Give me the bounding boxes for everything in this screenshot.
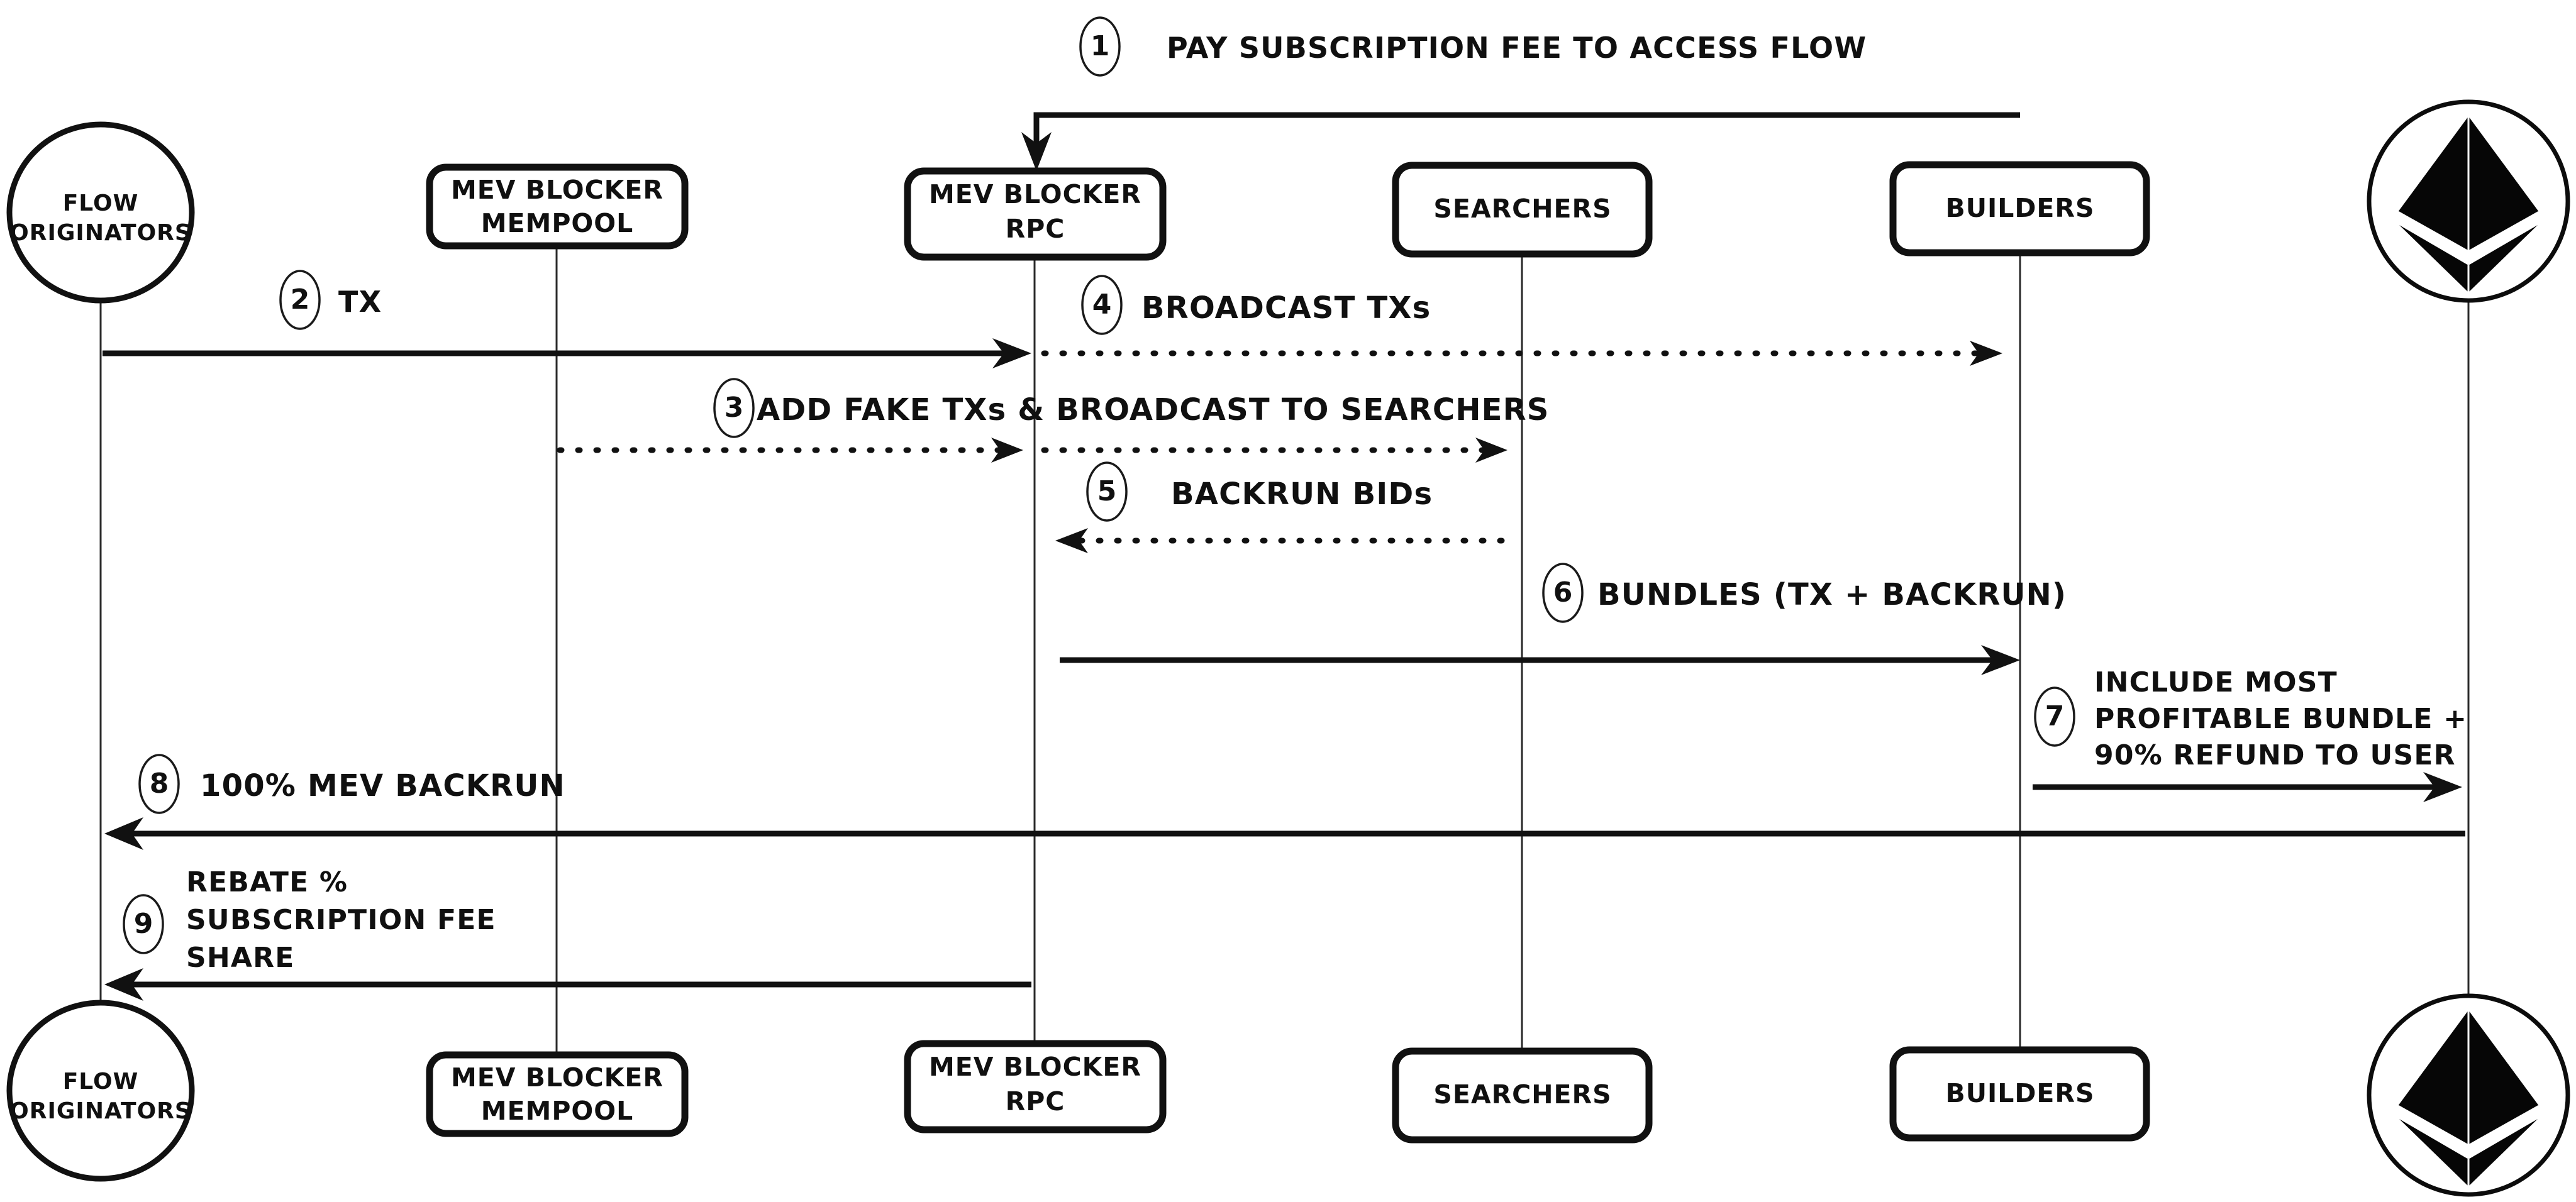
message-1-arrow-path <box>1033 112 2020 158</box>
step-8-badge <box>138 754 180 814</box>
participant-mev-blocker-mempool-top[interactable]: MEV BLOCKER MEMPOOL <box>426 163 689 250</box>
participant-searchers-top[interactable]: SEARCHERS <box>1392 162 1653 258</box>
searchers-label: SEARCHERS <box>1433 194 1611 224</box>
message-6-label: BUNDLES (TX + BACKRUN) <box>1597 577 2067 612</box>
message-2-tx[interactable]: 2 TX <box>103 270 1031 368</box>
message-7-label-line2: PROFITABLE BUNDLE + <box>2094 703 2467 735</box>
mev-blocker-rpc-label-line2: RPC <box>1006 214 1065 244</box>
participant-ethereum-bottom[interactable] <box>2367 993 2570 1197</box>
mev-blocker-rpc-box-bottom <box>904 1040 1167 1133</box>
step-4-badge <box>1081 275 1123 335</box>
participant-builders-bottom[interactable]: BUILDERS <box>1889 1046 2150 1142</box>
builders-label: BUILDERS <box>1945 193 2094 223</box>
message-7-label-line1: INCLUDE MOST <box>2094 666 2338 698</box>
step-2-badge <box>279 270 321 330</box>
message-4-broadcast-txs[interactable]: 4 BROADCAST TXs <box>1041 275 2002 366</box>
mev-blocker-rpc-bottom-label-line1: MEV BLOCKER <box>929 1052 1141 1082</box>
message-9-rebate-subscription-fee-share[interactable]: 9 REBATE % SUBSCRIPTION FEE SHARE <box>104 866 1031 1001</box>
builders-bottom-label: BUILDERS <box>1945 1078 2094 1108</box>
message-8-arrowhead <box>104 817 143 850</box>
flow-originators-label-line1: FLOW <box>63 190 139 216</box>
step-3-badge <box>713 378 755 438</box>
message-2-arrowhead <box>992 338 1031 368</box>
message-7-arrowhead <box>2423 772 2462 802</box>
participant-mev-blocker-mempool-bottom[interactable]: MEV BLOCKER MEMPOOL <box>426 1051 689 1137</box>
step-9-number: 9 <box>134 908 153 940</box>
message-9-label-line2: SUBSCRIPTION FEE <box>186 904 496 936</box>
mev-blocker-rpc-box <box>904 167 1167 261</box>
mev-blocker-mempool-label-line1: MEV BLOCKER <box>451 175 663 205</box>
searchers-bottom-label: SEARCHERS <box>1433 1079 1611 1110</box>
flow-originators-bottom-label-line1: FLOW <box>63 1069 139 1094</box>
message-9-arrowhead <box>104 968 143 1001</box>
ethereum-logo-icon <box>2397 1010 2540 1186</box>
message-5-arrowhead <box>1055 528 1088 553</box>
builders-box <box>1889 161 2150 256</box>
step-7-number: 7 <box>2045 700 2065 732</box>
mev-blocker-mempool-box <box>426 163 689 250</box>
step-6-number: 6 <box>1553 576 1573 609</box>
step-9-badge <box>123 894 164 954</box>
mev-blocker-mempool-label-line2: MEMPOOL <box>481 208 634 238</box>
participant-flow-originators-bottom[interactable]: FLOW ORIGINATORS <box>6 1000 195 1182</box>
flow-originators-ellipse-bottom <box>6 1000 195 1182</box>
message-3-arrowhead-left <box>991 438 1023 463</box>
step-1-badge <box>1079 16 1121 77</box>
message-8-mev-backrun[interactable]: 8 100% MEV BACKRUN <box>104 754 2465 850</box>
lifelines <box>99 245 2470 1055</box>
message-9-label-line3: SHARE <box>186 942 295 974</box>
message-4-arrowhead <box>1970 341 2002 366</box>
flow-originators-ellipse <box>6 121 195 304</box>
step-5-badge <box>1086 461 1128 522</box>
mev-blocker-rpc-label-line1: MEV BLOCKER <box>929 179 1141 209</box>
message-7-include-most-profitable-bundle[interactable]: 7 INCLUDE MOST PROFITABLE BUNDLE + 90% R… <box>2033 666 2467 802</box>
step-8-number: 8 <box>150 768 169 800</box>
message-6-arrowhead <box>1981 645 2020 675</box>
participant-searchers-bottom[interactable]: SEARCHERS <box>1392 1047 1653 1144</box>
step-6-badge <box>1542 563 1584 623</box>
mev-blocker-mempool-bottom-label-line1: MEV BLOCKER <box>451 1062 663 1093</box>
message-7-label-line3: 90% REFUND TO USER <box>2094 739 2456 771</box>
message-3-add-fake-txs[interactable]: 3 ADD FAKE TXs & BROADCAST TO SEARCHERS <box>557 378 1550 463</box>
message-1-arrowhead <box>1021 132 1052 171</box>
mev-blocker-mempool-box-bottom <box>426 1051 689 1137</box>
message-1-label: PAY SUBSCRIPTION FEE TO ACCESS FLOW <box>1167 31 1867 65</box>
message-5-label: BACKRUN BIDs <box>1171 477 1433 512</box>
participant-mev-blocker-rpc-top[interactable]: MEV BLOCKER RPC <box>904 167 1167 261</box>
searchers-box-bottom <box>1392 1047 1653 1144</box>
message-8-label: 100% MEV BACKRUN <box>200 768 565 803</box>
message-9-label-line1: REBATE % <box>186 866 348 898</box>
participant-flow-originators-top[interactable]: FLOW ORIGINATORS <box>6 121 195 304</box>
step-1-number: 1 <box>1091 30 1110 62</box>
message-4-label: BROADCAST TXs <box>1141 290 1431 326</box>
message-3-arrowhead-right <box>1475 438 1507 463</box>
step-2-number: 2 <box>291 284 310 316</box>
searchers-box <box>1392 162 1653 258</box>
message-1-pay-subscription-fee[interactable]: 1 PAY SUBSCRIPTION FEE TO ACCESS FLOW <box>1021 16 2020 171</box>
flow-originators-bottom-label-line2: ORIGINATORS <box>9 1098 192 1124</box>
builders-box-bottom <box>1889 1046 2150 1142</box>
participant-ethereum-top[interactable] <box>2367 99 2570 303</box>
message-6-bundles[interactable]: 6 BUNDLES (TX + BACKRUN) <box>1060 563 2067 675</box>
step-5-number: 5 <box>1097 475 1117 507</box>
participant-builders-top[interactable]: BUILDERS <box>1889 161 2150 256</box>
step-7-badge <box>2034 686 2075 747</box>
message-5-backrun-bids[interactable]: 5 BACKRUN BIDs <box>1055 461 1519 553</box>
flow-originators-label-line2: ORIGINATORS <box>9 220 192 246</box>
message-3-label: ADD FAKE TXs & BROADCAST TO SEARCHERS <box>757 392 1550 427</box>
mev-blocker-mempool-bottom-label-line2: MEMPOOL <box>481 1096 634 1126</box>
mev-blocker-rpc-bottom-label-line2: RPC <box>1006 1086 1065 1117</box>
participant-mev-blocker-rpc-bottom[interactable]: MEV BLOCKER RPC <box>904 1040 1167 1133</box>
step-4-number: 4 <box>1092 289 1112 321</box>
ethereum-logo-icon <box>2397 116 2540 292</box>
step-3-number: 3 <box>724 392 744 424</box>
message-2-label: TX <box>338 285 382 319</box>
